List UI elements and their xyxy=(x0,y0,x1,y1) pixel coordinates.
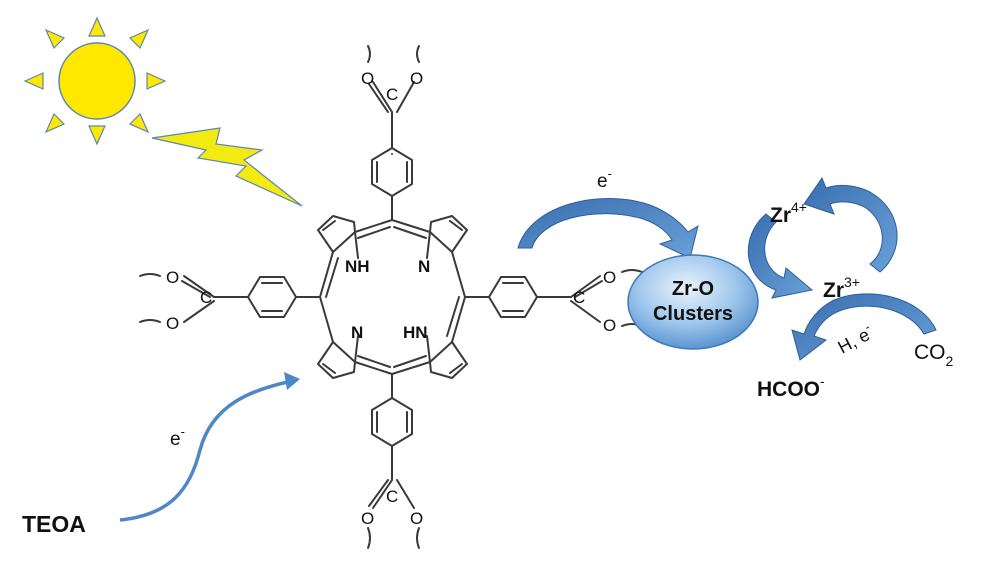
co2-symbol: CO xyxy=(914,341,946,364)
h-electron-label: H, e- xyxy=(833,320,876,358)
teoa-label: TEOA xyxy=(22,511,86,537)
zr4-charge: 4+ xyxy=(791,199,807,215)
electron-transfer-arrow xyxy=(517,198,699,259)
zr4-label: Zr4+ xyxy=(770,199,807,227)
teoa-electron-arrow xyxy=(119,372,300,522)
right-o-bottom: O xyxy=(603,316,616,335)
h-electron-charge: - xyxy=(862,320,872,334)
cluster-label-line1: Zr-O xyxy=(672,278,714,300)
bottom-o-left: O xyxy=(361,509,374,528)
sun-icon xyxy=(23,16,167,146)
hcoo-symbol: HCOO xyxy=(757,378,820,401)
right-c-label: C xyxy=(573,288,585,307)
transfer-electron-label: e- xyxy=(597,166,612,192)
bottom-c-label: C xyxy=(386,487,398,506)
n-atom-label-bottom: N xyxy=(351,323,363,342)
zr4-symbol: Zr xyxy=(770,204,791,227)
hcoo-label: HCOO- xyxy=(757,373,825,401)
bottom-o-right: O xyxy=(410,509,423,528)
co2-label: CO2 xyxy=(914,341,954,369)
co2-subscript: 2 xyxy=(946,353,954,369)
porphyrin-molecule: NH N N HN C O O C O O xyxy=(139,45,643,549)
electron-charge: - xyxy=(181,424,185,439)
nh-atom-label: NH xyxy=(345,257,370,276)
zr-o-cluster-node: Zr-O Clusters xyxy=(627,254,759,350)
cluster-label-line2: Clusters xyxy=(653,303,733,325)
n-atom-label-top: N xyxy=(418,257,430,276)
zr3-charge: 3+ xyxy=(844,274,860,290)
left-o-bottom: O xyxy=(166,314,179,333)
zr3-symbol: Zr xyxy=(823,279,844,302)
hcoo-charge: - xyxy=(820,373,825,389)
teoa-electron-label: e- xyxy=(170,424,185,450)
top-o-right: O xyxy=(410,69,423,88)
electron-charge-2: - xyxy=(608,166,612,181)
left-c-label: C xyxy=(200,288,212,307)
zr-redox-cycle-arrows xyxy=(747,176,898,299)
electron-symbol-2: e xyxy=(597,171,608,192)
top-o-left: O xyxy=(361,69,374,88)
zr3-label: Zr3+ xyxy=(823,274,860,302)
hn-atom-label: HN xyxy=(403,323,428,342)
electron-symbol: e xyxy=(170,429,181,450)
co2-reduction-arrow xyxy=(791,293,937,361)
right-o-top: O xyxy=(603,268,616,287)
top-c-label: C xyxy=(386,85,398,104)
lightning-bolt-icon xyxy=(151,127,303,207)
left-o-top: O xyxy=(166,268,179,287)
